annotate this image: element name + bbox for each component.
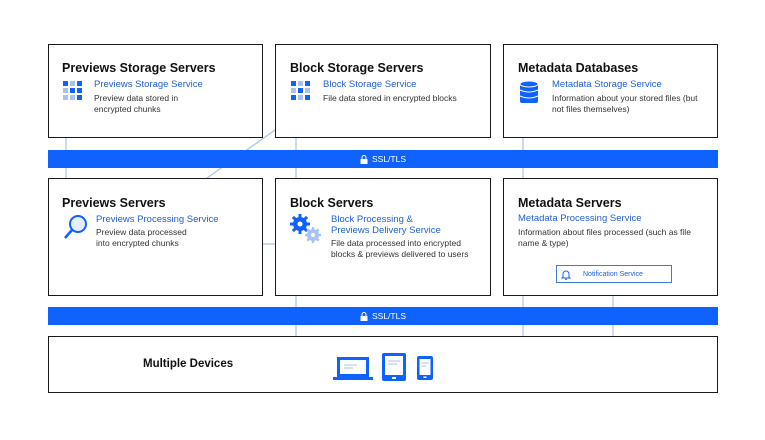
previews-processing-service-label: Previews Processing Service — [96, 214, 219, 225]
storage-grid-icon — [291, 81, 310, 100]
notification-service-box: Notification Service — [556, 265, 672, 283]
service-line: Block Processing & — [331, 214, 413, 225]
desc-line: into encrypted chunks — [96, 238, 179, 248]
bell-icon — [561, 270, 571, 280]
previews-storage-description: Preview data stored in encrypted chunks — [94, 93, 178, 115]
multiple-devices-title: Multiple Devices — [143, 358, 234, 370]
gears-icon — [290, 214, 321, 243]
database-icon — [519, 80, 539, 103]
metadata-servers-description: Information about files processed (such … — [518, 227, 691, 249]
lock-icon — [360, 154, 368, 164]
block-storage-servers-box — [275, 44, 491, 138]
block-storage-servers-title: Block Storage Servers — [290, 61, 424, 75]
tablet-icon — [382, 353, 406, 381]
desc-line: encrypted chunks — [94, 104, 161, 114]
desc-line: File data stored in encrypted blocks — [323, 93, 457, 103]
metadata-db-description: Information about your stored files (but… — [552, 93, 698, 115]
service-line: Previews Delivery Service — [331, 225, 441, 236]
desc-line: Information about files processed (such … — [518, 227, 691, 237]
desc-line: not files themselves) — [552, 104, 630, 114]
previews-storage-servers-box — [48, 44, 263, 138]
desc-line: File data processed into encrypted — [331, 238, 461, 248]
previews-servers-description: Preview data processed into encrypted ch… — [96, 227, 187, 249]
ssl-tls-bar-bottom: SSL/TLS — [48, 307, 718, 325]
notification-service-label: Notification Service — [583, 270, 643, 278]
block-servers-title: Block Servers — [290, 196, 374, 210]
desc-line: Preview data processed — [96, 227, 187, 237]
metadata-databases-title: Metadata Databases — [518, 61, 639, 75]
laptop-icon — [333, 357, 373, 380]
block-storage-service-label: Block Storage Service — [323, 79, 417, 90]
block-servers-description: File data processed into encrypted block… — [331, 238, 468, 260]
block-storage-description: File data stored in encrypted blocks — [323, 93, 457, 104]
metadata-databases-box — [503, 44, 718, 138]
storage-grid-icon — [63, 81, 82, 100]
previews-storage-service-label: Previews Storage Service — [94, 79, 203, 90]
desc-line: Information about your stored files (but — [552, 93, 698, 103]
lock-icon — [360, 311, 368, 321]
ssl-tls-label: SSL/TLS — [371, 154, 407, 164]
ssl-tls-bar-top: SSL/TLS — [48, 150, 718, 168]
previews-servers-title: Previews Servers — [62, 196, 166, 210]
desc-line: Preview data stored in — [94, 93, 179, 103]
metadata-servers-title: Metadata Servers — [518, 196, 622, 210]
block-processing-service-label: Block Processing & Previews Delivery Ser… — [331, 214, 441, 236]
ssl-tls-label: SSL/TLS — [371, 311, 407, 321]
phone-icon — [417, 356, 433, 380]
previews-servers-box — [48, 178, 263, 296]
metadata-processing-service-label: Metadata Processing Service — [518, 213, 642, 224]
previews-storage-servers-title: Previews Storage Servers — [62, 61, 216, 75]
desc-line: name & type) — [518, 238, 569, 248]
magnifier-icon — [64, 215, 87, 239]
metadata-storage-service-label: Metadata Storage Service — [552, 79, 662, 90]
desc-line: blocks & previews delivered to users — [331, 249, 469, 259]
